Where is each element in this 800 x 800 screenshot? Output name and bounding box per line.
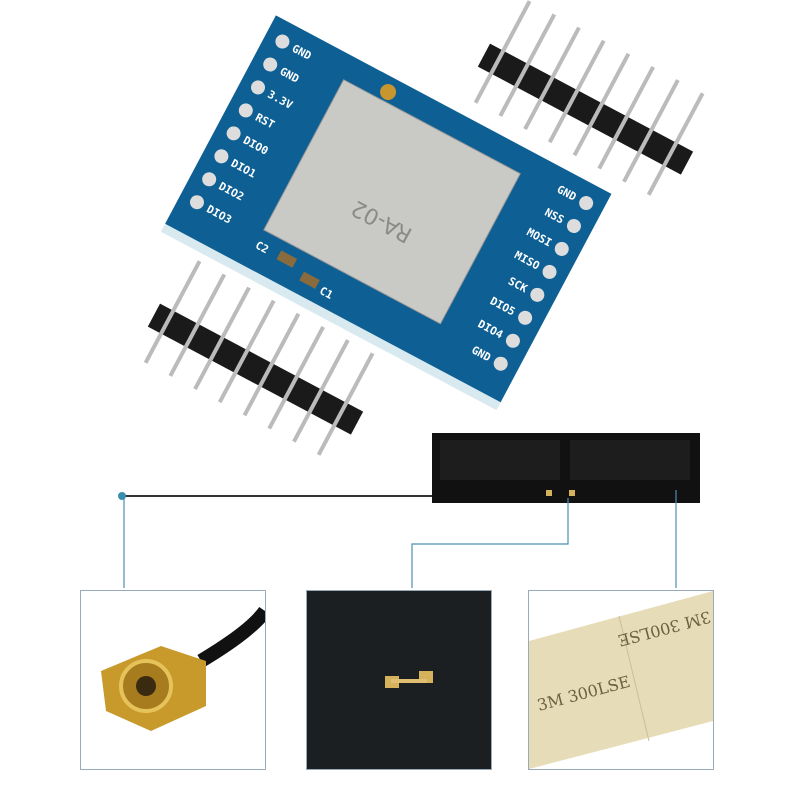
pin-pad bbox=[530, 287, 545, 302]
pin-pad bbox=[566, 218, 581, 233]
header-pin bbox=[646, 92, 705, 196]
header-pin bbox=[572, 52, 631, 157]
pin-pad bbox=[251, 80, 266, 95]
cap-label-c1: C1 bbox=[317, 284, 335, 302]
pin-pad bbox=[202, 172, 217, 187]
header-pin bbox=[547, 39, 606, 144]
pin-header-bottom bbox=[143, 260, 375, 456]
header-pin bbox=[217, 299, 276, 404]
header-pin bbox=[316, 352, 375, 456]
pin-pad bbox=[214, 149, 229, 164]
inset-ipex-connector bbox=[80, 590, 266, 770]
pin-pad bbox=[579, 196, 594, 211]
pin-pad bbox=[505, 333, 520, 348]
header-pin bbox=[597, 66, 655, 170]
inset-adhesive-tape: 3M 300LSE 3M 300LSE bbox=[528, 590, 714, 770]
header-pin bbox=[242, 312, 301, 417]
pin-pad bbox=[542, 264, 557, 279]
header-pin bbox=[473, 0, 532, 104]
header-pin bbox=[267, 326, 325, 430]
header-pin bbox=[168, 273, 227, 377]
header-pin bbox=[498, 13, 557, 117]
pin-pad bbox=[238, 103, 253, 118]
cap-label-c2: C2 bbox=[253, 239, 271, 257]
pin-header-top bbox=[473, 0, 705, 196]
header-pin bbox=[523, 26, 581, 131]
pin-pad bbox=[189, 195, 204, 210]
header-pin bbox=[292, 339, 350, 443]
pin-pad bbox=[518, 310, 533, 325]
header-pin bbox=[622, 79, 680, 183]
pin-pad bbox=[275, 34, 290, 49]
rf-shield bbox=[263, 79, 521, 325]
header-pin bbox=[193, 286, 251, 391]
pin-pad bbox=[493, 356, 508, 371]
pin-pad bbox=[263, 57, 278, 72]
inset-antenna-contacts bbox=[306, 590, 492, 770]
ipex-connector bbox=[380, 84, 397, 101]
pin-pad bbox=[554, 241, 569, 256]
header-pin bbox=[143, 260, 202, 364]
pin-pad bbox=[226, 126, 241, 141]
